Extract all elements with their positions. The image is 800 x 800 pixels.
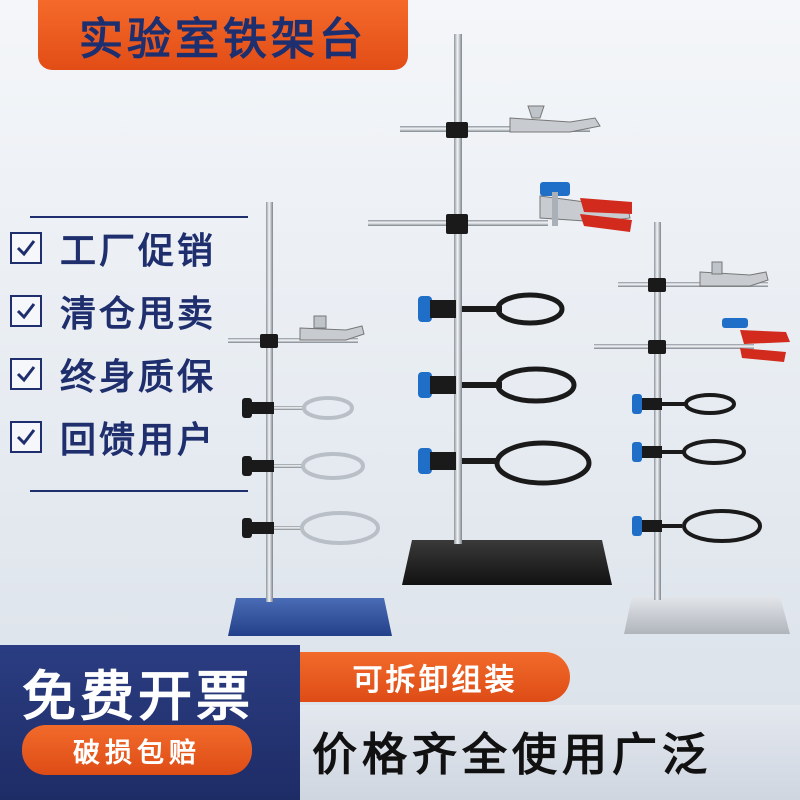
feature-item: 清仓甩卖 [10,291,216,335]
price-text: 价格齐全使用广泛 [312,728,713,781]
detachable-tab: 可拆卸组装 [300,652,570,702]
invoice-text: 免费开票 [22,665,254,728]
checkbox-icon [10,421,42,453]
feature-item: 回馈用户 [10,417,216,461]
feature-list: 工厂促销 清仓甩卖 终身质保 回馈用户 [10,228,216,480]
title-banner: 实验室铁架台 [38,0,408,70]
checkbox-icon [10,232,42,264]
middle-stand [368,34,632,585]
checkbox-icon [10,358,42,390]
checkbox-icon [10,295,42,327]
feature-label: 清仓甩卖 [60,294,217,335]
feature-item: 工厂促销 [10,228,216,272]
page-title: 实验室铁架台 [79,14,367,65]
right-stand [594,222,790,634]
damage-guarantee-badge: 破损包赔 [22,725,252,775]
price-panel [300,705,800,800]
feature-label: 回馈用户 [60,420,217,461]
feature-label: 终身质保 [60,357,217,398]
detachable-text: 可拆卸组装 [352,663,518,698]
left-stand [228,202,392,636]
feature-label: 工厂促销 [60,231,217,272]
divider-bottom [30,490,248,492]
feature-item: 终身质保 [10,354,216,398]
damage-guarantee-text: 破损包赔 [73,737,201,769]
divider-top [30,216,248,218]
